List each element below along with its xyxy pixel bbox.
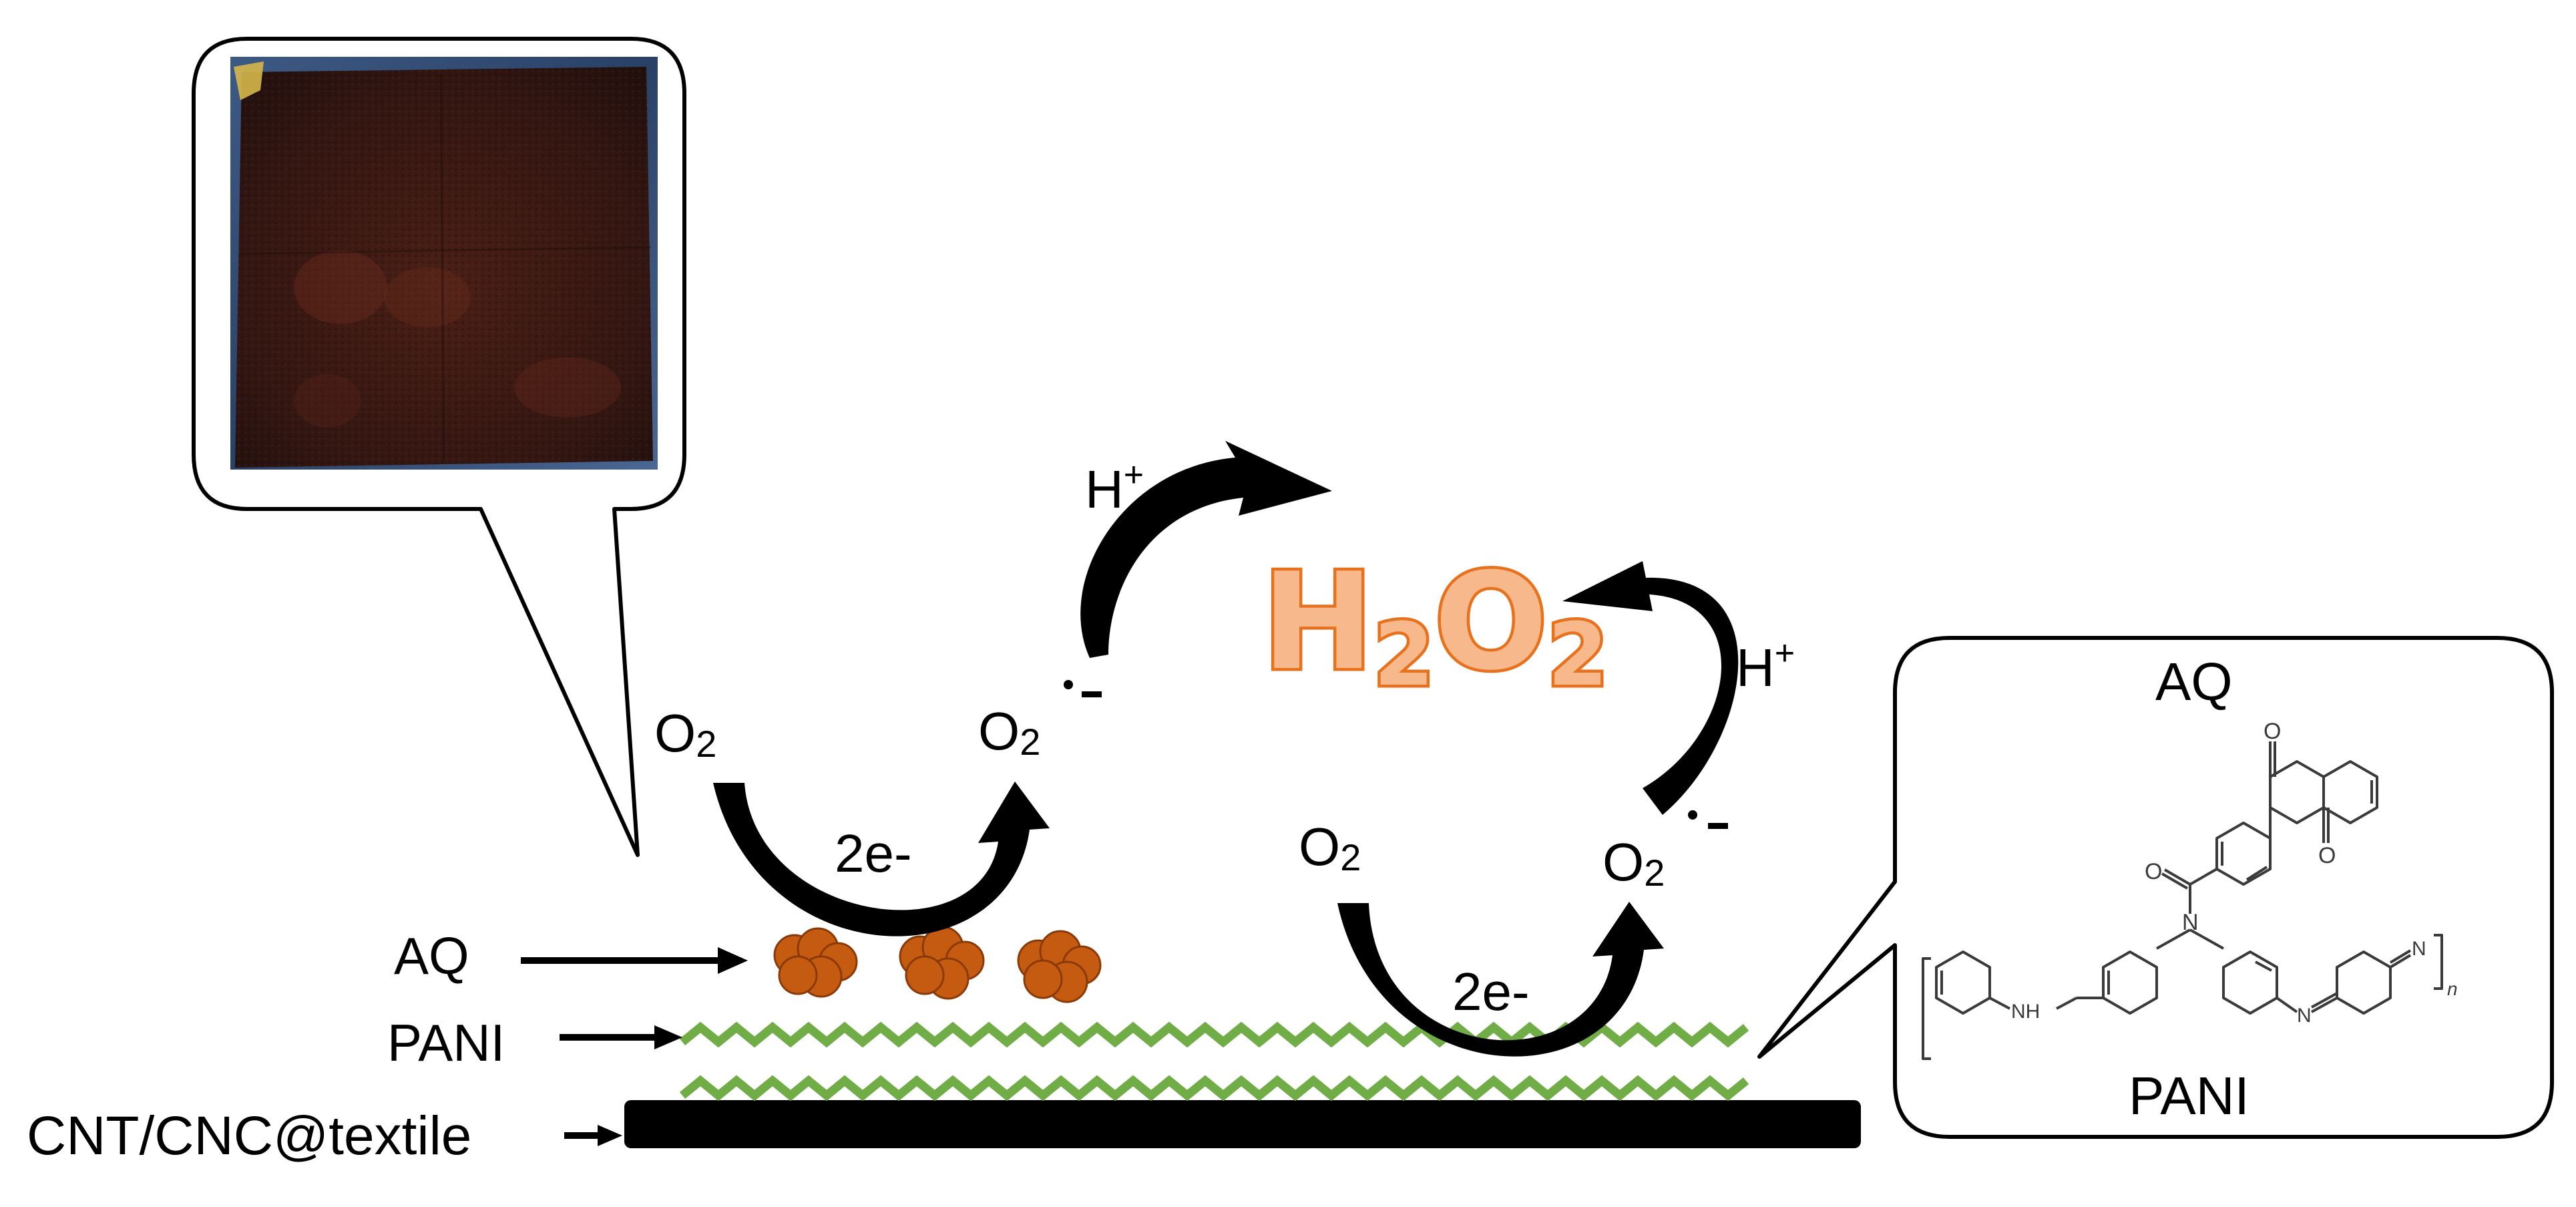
substrate-label: CNT/CNC@textile [27,1105,471,1166]
structure-callout-bubble [1757,636,2554,1139]
radical-mark-right [1688,810,1728,829]
aq-particles [773,926,1102,1003]
textile-photo [230,57,658,470]
aq-layer-label: AQ [394,926,469,985]
pani-pointer-head [654,1025,682,1049]
svg-text:N: N [2412,938,2426,960]
pani-zigzag-lower [679,1075,1749,1101]
svg-text:O: O [2318,843,2336,868]
substrate-bar [624,1100,1861,1148]
svg-text:N: N [2297,1005,2312,1027]
o2-right-reactant: O2 [1299,817,1361,878]
proton-right: H+ [1736,634,1795,697]
pani-layer-label: PANI [387,1013,505,1072]
proton-arrow-left [1080,441,1332,658]
svg-text:n: n [2447,979,2458,999]
h2o2-product: H2O2 [1262,544,1608,705]
proton-arrow-right [1562,561,1739,815]
electron-transfer-left: 2e- [835,824,912,883]
proton-left: H+ [1085,456,1144,519]
aq-particle [899,926,985,1000]
structure-callout: AQ PANI [1757,636,2554,1139]
photo-callout [192,37,686,857]
radical-mark-left [1064,680,1102,697]
aq-particle [773,927,858,998]
aq-particle [1017,930,1102,1003]
reduction-arrow-right [1337,902,1664,1057]
superoxide-left: O2 [978,701,1040,763]
aq-pani-structure [1922,741,2443,1060]
structure-aq-label: AQ [2155,652,2233,711]
svg-text:O: O [2145,859,2162,884]
svg-text:N: N [2182,910,2199,935]
structure-pani-label: PANI [2129,1066,2249,1126]
reduction-arrow-left [713,782,1050,936]
svg-text:NH: NH [2011,1001,2040,1023]
superoxide-right: O2 [1602,832,1665,894]
substrate-pointer-head [598,1125,622,1146]
structure-atom-labels: O O O N NH N N n [2011,719,2458,1027]
aq-pointer-head [718,947,748,974]
svg-text:O: O [2264,719,2281,744]
electron-transfer-right: 2e- [1452,962,1530,1021]
o2-left-reactant: O2 [654,703,716,765]
